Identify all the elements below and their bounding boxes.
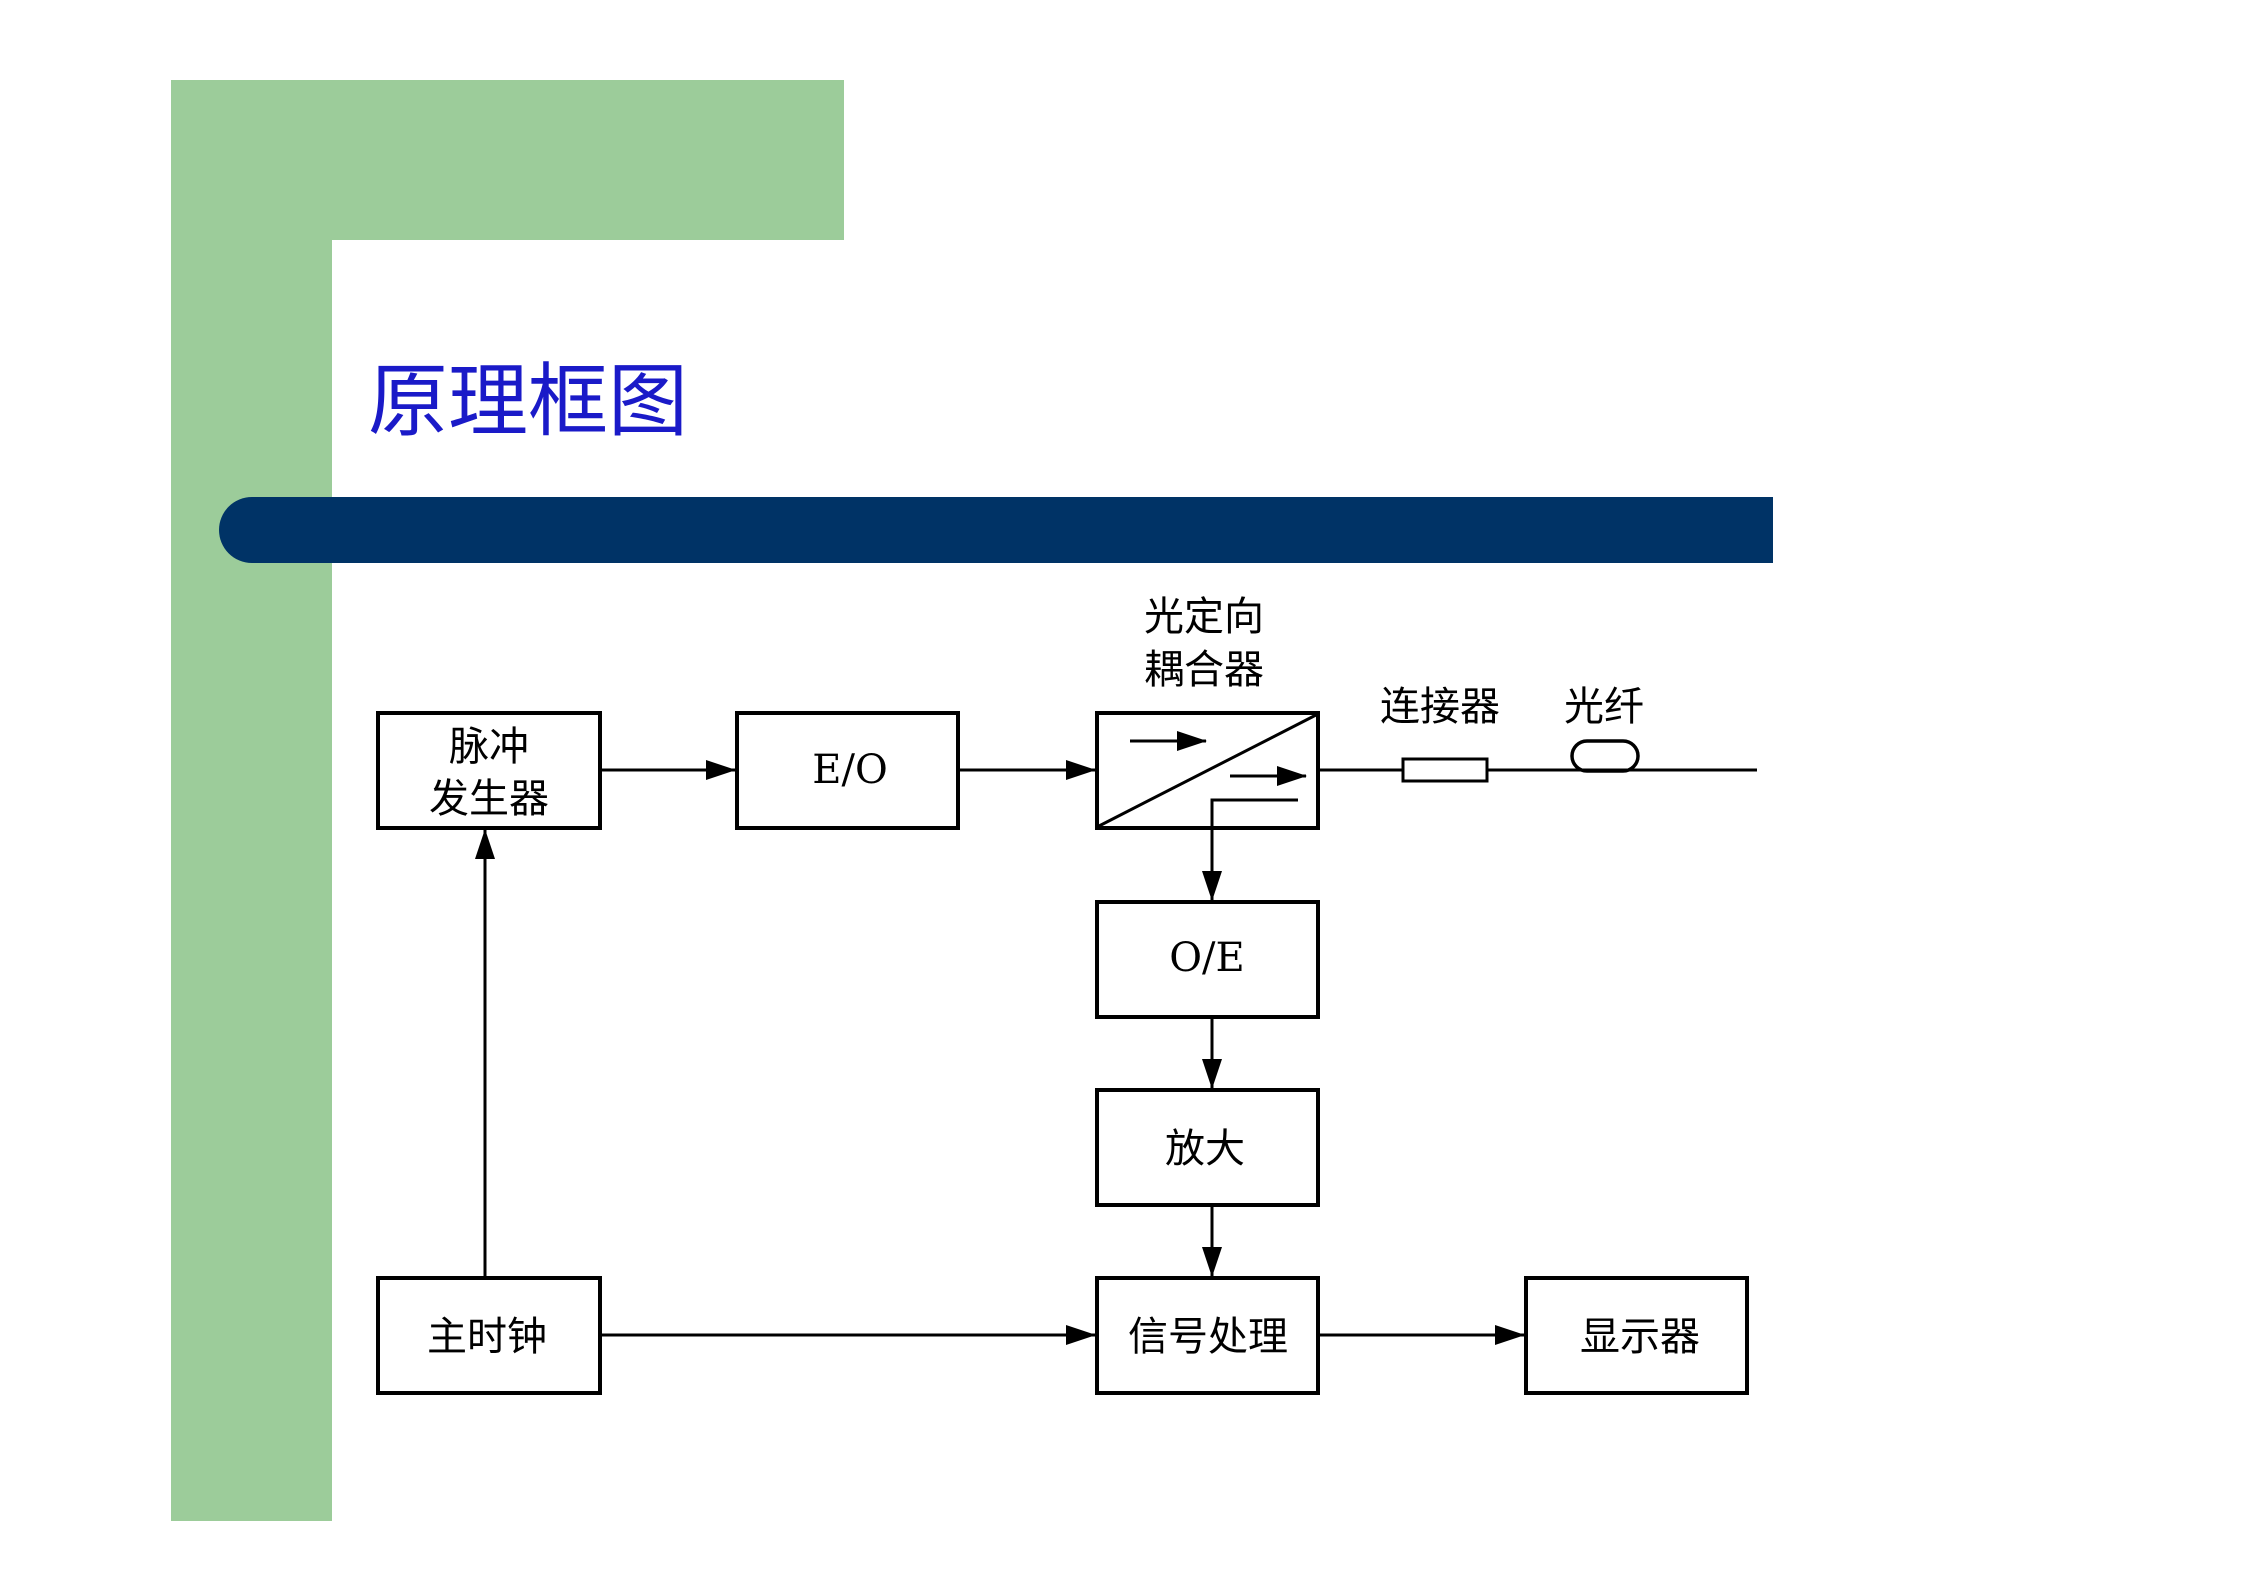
eo-label: E/O [812,747,887,793]
connector-symbol [1401,757,1489,783]
amplifier-label: 放大 [1165,1126,1245,1172]
slide-title: 原理框图 [368,355,688,448]
display-box [1524,1276,1749,1395]
amplifier-box [1095,1088,1320,1207]
green-accent-left [171,80,332,1521]
signal-processing-label: 信号处理 [1128,1314,1288,1360]
pulse-generator-label-line1: 脉冲 [449,724,529,770]
coupler-label-line1: 光定向 [1144,594,1264,640]
pulse-generator-label-line2: 发生器 [429,776,549,822]
connector-label: 连接器 [1380,684,1500,730]
fiber-coil-symbol [1570,739,1640,773]
master-clock-label: 主时钟 [427,1314,547,1360]
fiber-label: 光纤 [1564,684,1644,730]
coupler-diagonal [1098,713,1317,828]
oe-label: O/E [1169,935,1244,981]
content-panel [332,240,2252,1594]
oe-box [1095,900,1320,1019]
arrow-coupler-to-oe [1202,798,1298,901]
title-underline-bar [219,497,1773,563]
display-label: 显示器 [1580,1314,1700,1360]
coupler-label-line2: 耦合器 [1144,647,1264,693]
